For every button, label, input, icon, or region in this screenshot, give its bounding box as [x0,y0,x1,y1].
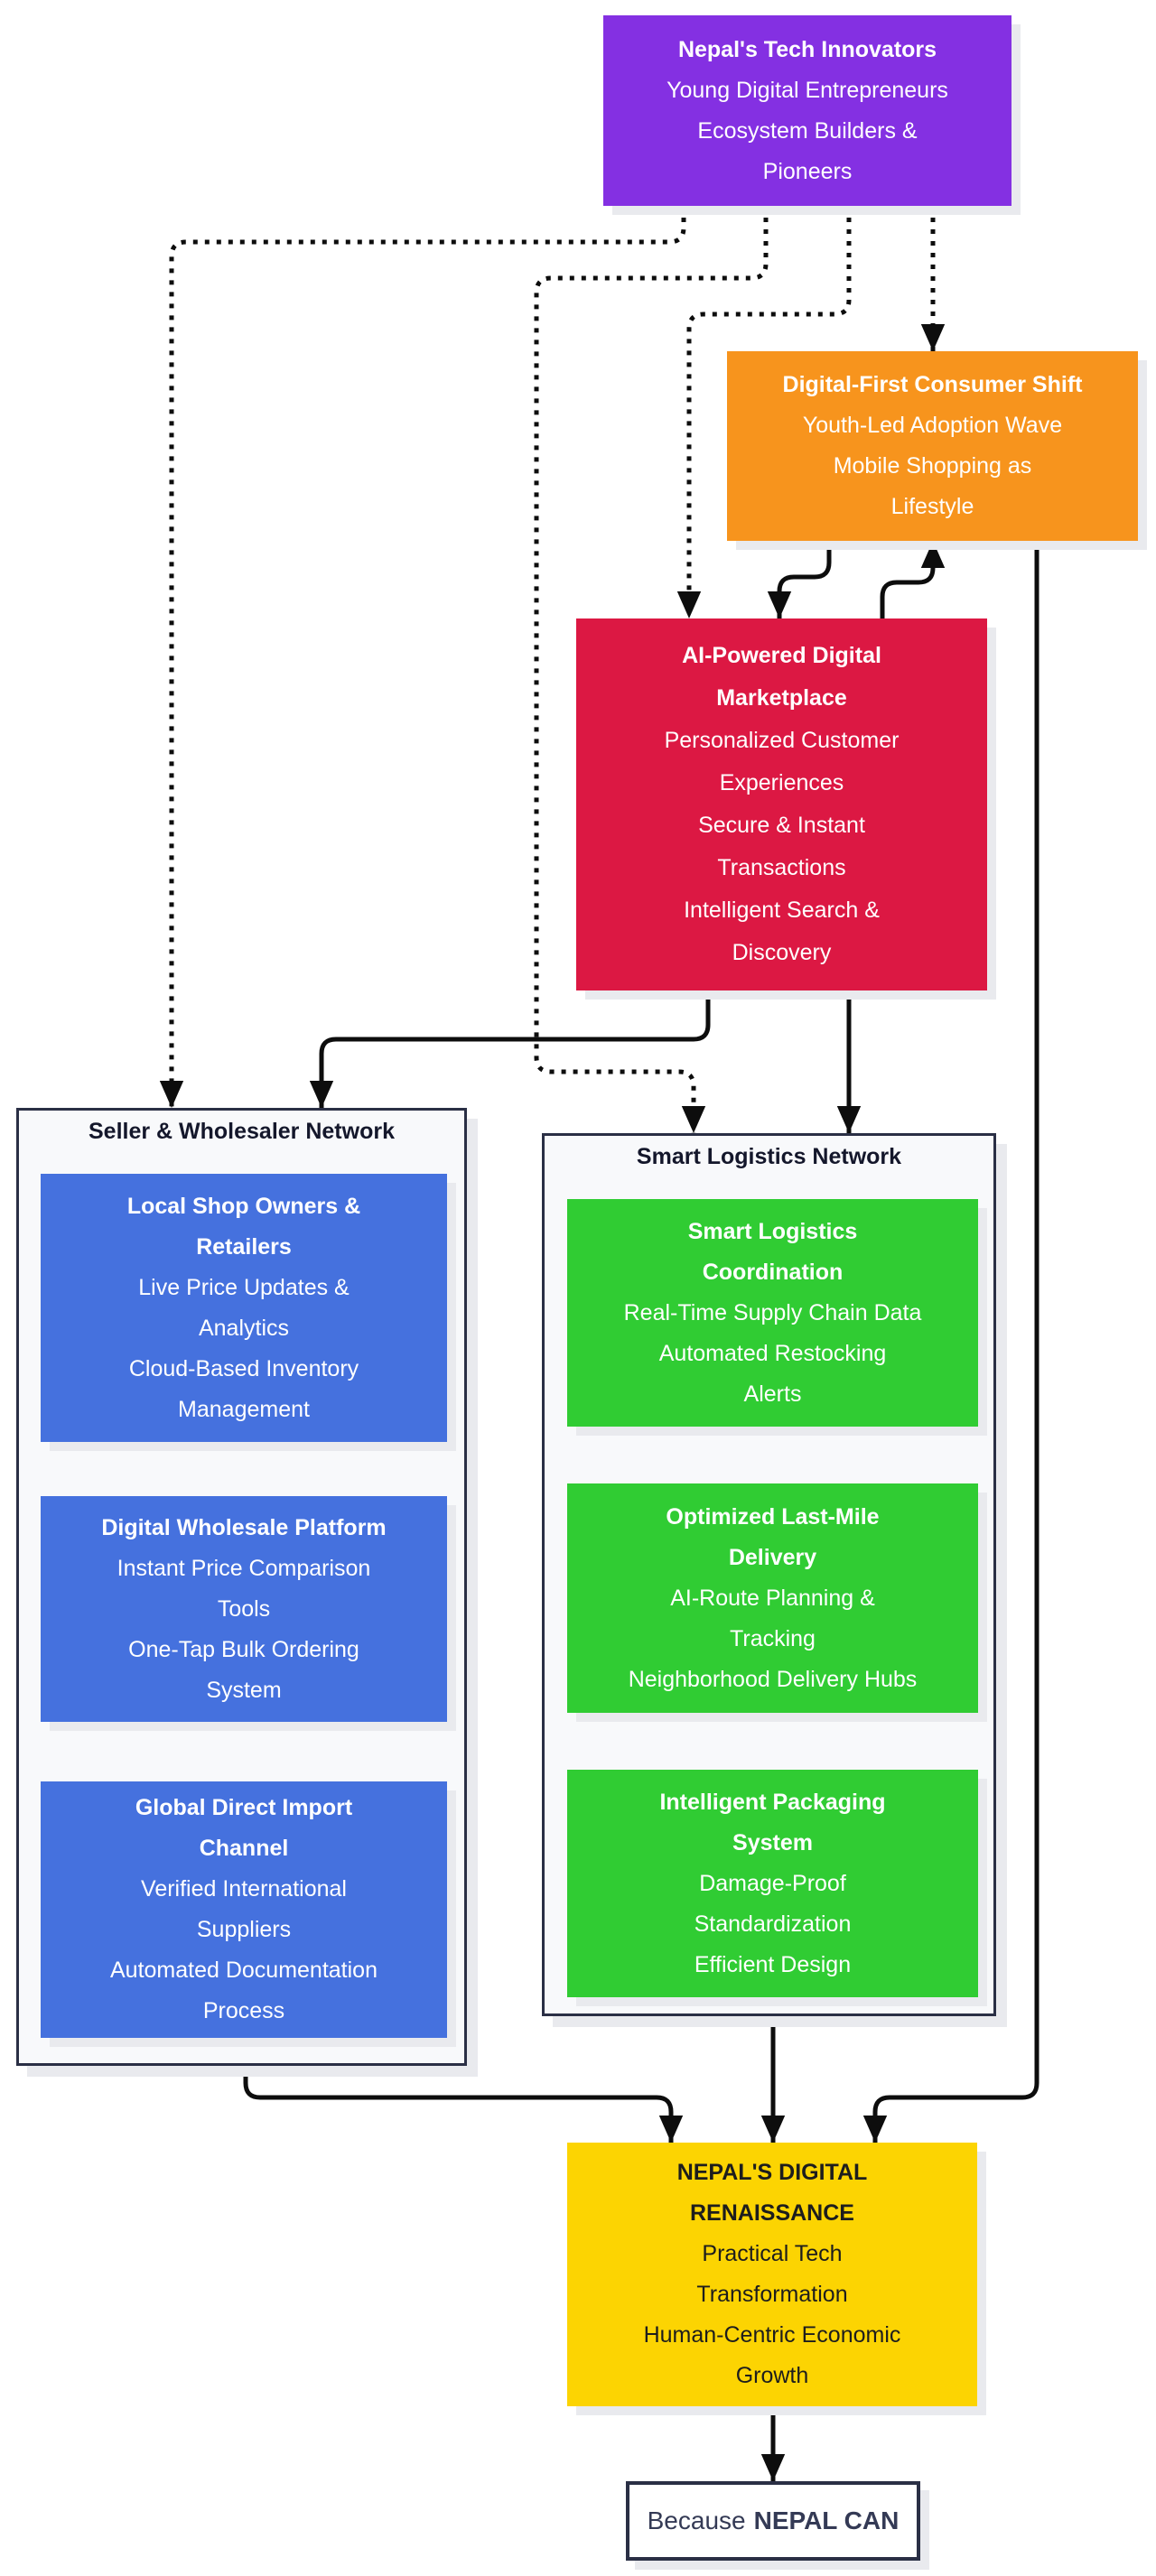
node-line: Coordination [702,1259,844,1285]
node-line: Ecosystem Builders & [697,117,918,144]
node-line: Verified International [141,1876,347,1902]
node-line: Intelligent Search & [684,897,880,923]
node-line: AI-Route Planning & [670,1585,875,1611]
node-line: Young Digital Entrepreneurs [667,77,948,103]
node-line: Transformation [696,2282,848,2307]
node-line: Secure & Instant [698,813,865,838]
node-line: Analytics [198,1315,290,1341]
node-line: Live Price Updates & [138,1274,350,1300]
node-line: System [206,1677,282,1703]
node-line: Intelligent Packaging [659,1789,886,1815]
node-line: AI-Powered Digital [682,643,881,668]
node-line: Digital Wholesale Platform [101,1514,387,1540]
node-line: Instant Price Comparison [117,1555,371,1581]
edge-marketplace-consumer-shift [880,541,946,618]
node-line: Local Shop Owners & [126,1193,361,1219]
node-line: Discovery [732,940,832,965]
node-line: Tracking [730,1625,816,1651]
node-line: Channel [199,1836,289,1861]
footer-prefix: Because [647,2506,746,2534]
node-line: NEPAL'S DIGITAL [676,2160,868,2185]
node-line: Neighborhood Delivery Hubs [628,1666,918,1692]
node-line: Cloud-Based Inventory [128,1355,359,1381]
node-line: Practical Tech [702,2241,843,2266]
node-line: Human-Centric Economic [643,2322,901,2348]
node-line: Management [178,1396,310,1422]
node-line: Personalized Customer [664,728,900,753]
node-nepals-digital-renaissance: NEPAL'S DIGITAL RENAISSANCE Practical Tech… [567,2143,977,2406]
group-title-seller: Seller & Wholesaler Network [88,1119,395,1144]
edge-seller-network-renaissance [243,2066,684,2143]
node-line: Alerts [743,1381,802,1407]
node-line: Digital-First Consumer Shift [782,372,1083,397]
node-line: Damage-Proof [699,1870,846,1896]
node-line: One-Tap Bulk Ordering [128,1636,359,1662]
edge-innovators-seller-network [159,206,686,1108]
node-line: Global Direct Import [135,1795,353,1820]
node-line: Experiences [719,770,844,795]
node-line: Real-Time Supply Chain Data [623,1299,922,1325]
node-line: RENAISSANCE [690,2200,854,2226]
node-line: Youth-Led Adoption Wave [802,413,1063,438]
edge-marketplace-seller-network [309,990,711,1108]
node-line: Tools [217,1595,271,1622]
edge-consumer-shift-marketplace [767,541,832,618]
node-because-nepal-can: Because NEPAL CAN [626,2481,920,2561]
node-line: Smart Logistics [687,1218,858,1244]
node-line: Automated Restocking [658,1340,887,1366]
node-line: Mobile Shopping as [833,453,1032,479]
node-line: Retailers [196,1233,292,1260]
node-line: Suppliers [196,1917,292,1942]
node-line: Automated Documentation [109,1958,378,1983]
edge-innovators-logistics-network [534,206,769,1133]
node-line: Pioneers [762,158,853,184]
node-line: Marketplace [716,685,847,711]
node-line: System [732,1829,813,1855]
node-line: Optimized Last-Mile [666,1503,880,1530]
node-line: Efficient Design [694,1951,852,1977]
node-line: Growth [735,2363,809,2388]
group-title-logistics: Smart Logistics Network [636,1144,902,1169]
node-line: Delivery [728,1544,817,1570]
node-line: Transactions [717,855,846,880]
node-line: Process [202,1998,285,2023]
footer-emphasis: NEPAL CAN [753,2506,900,2534]
edge-consumer-shift-renaissance [862,541,1039,2143]
node-line: Standardization [694,1911,852,1937]
node-line: Lifestyle [890,494,974,519]
node-line: Nepal's Tech Innovators [677,36,937,62]
